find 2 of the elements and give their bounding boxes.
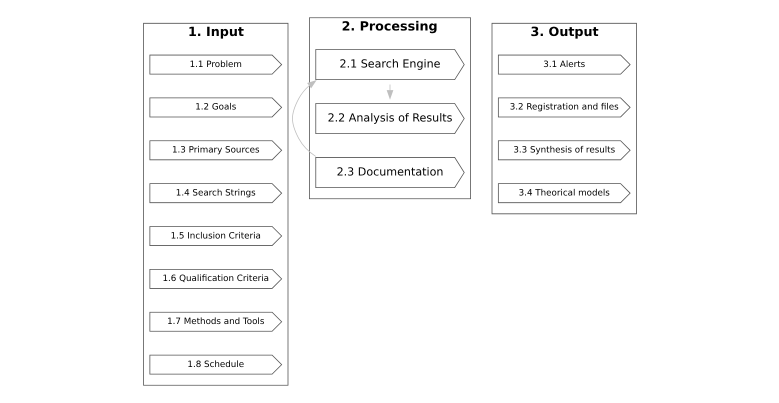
arrow <box>386 84 393 100</box>
arrow <box>292 80 316 157</box>
